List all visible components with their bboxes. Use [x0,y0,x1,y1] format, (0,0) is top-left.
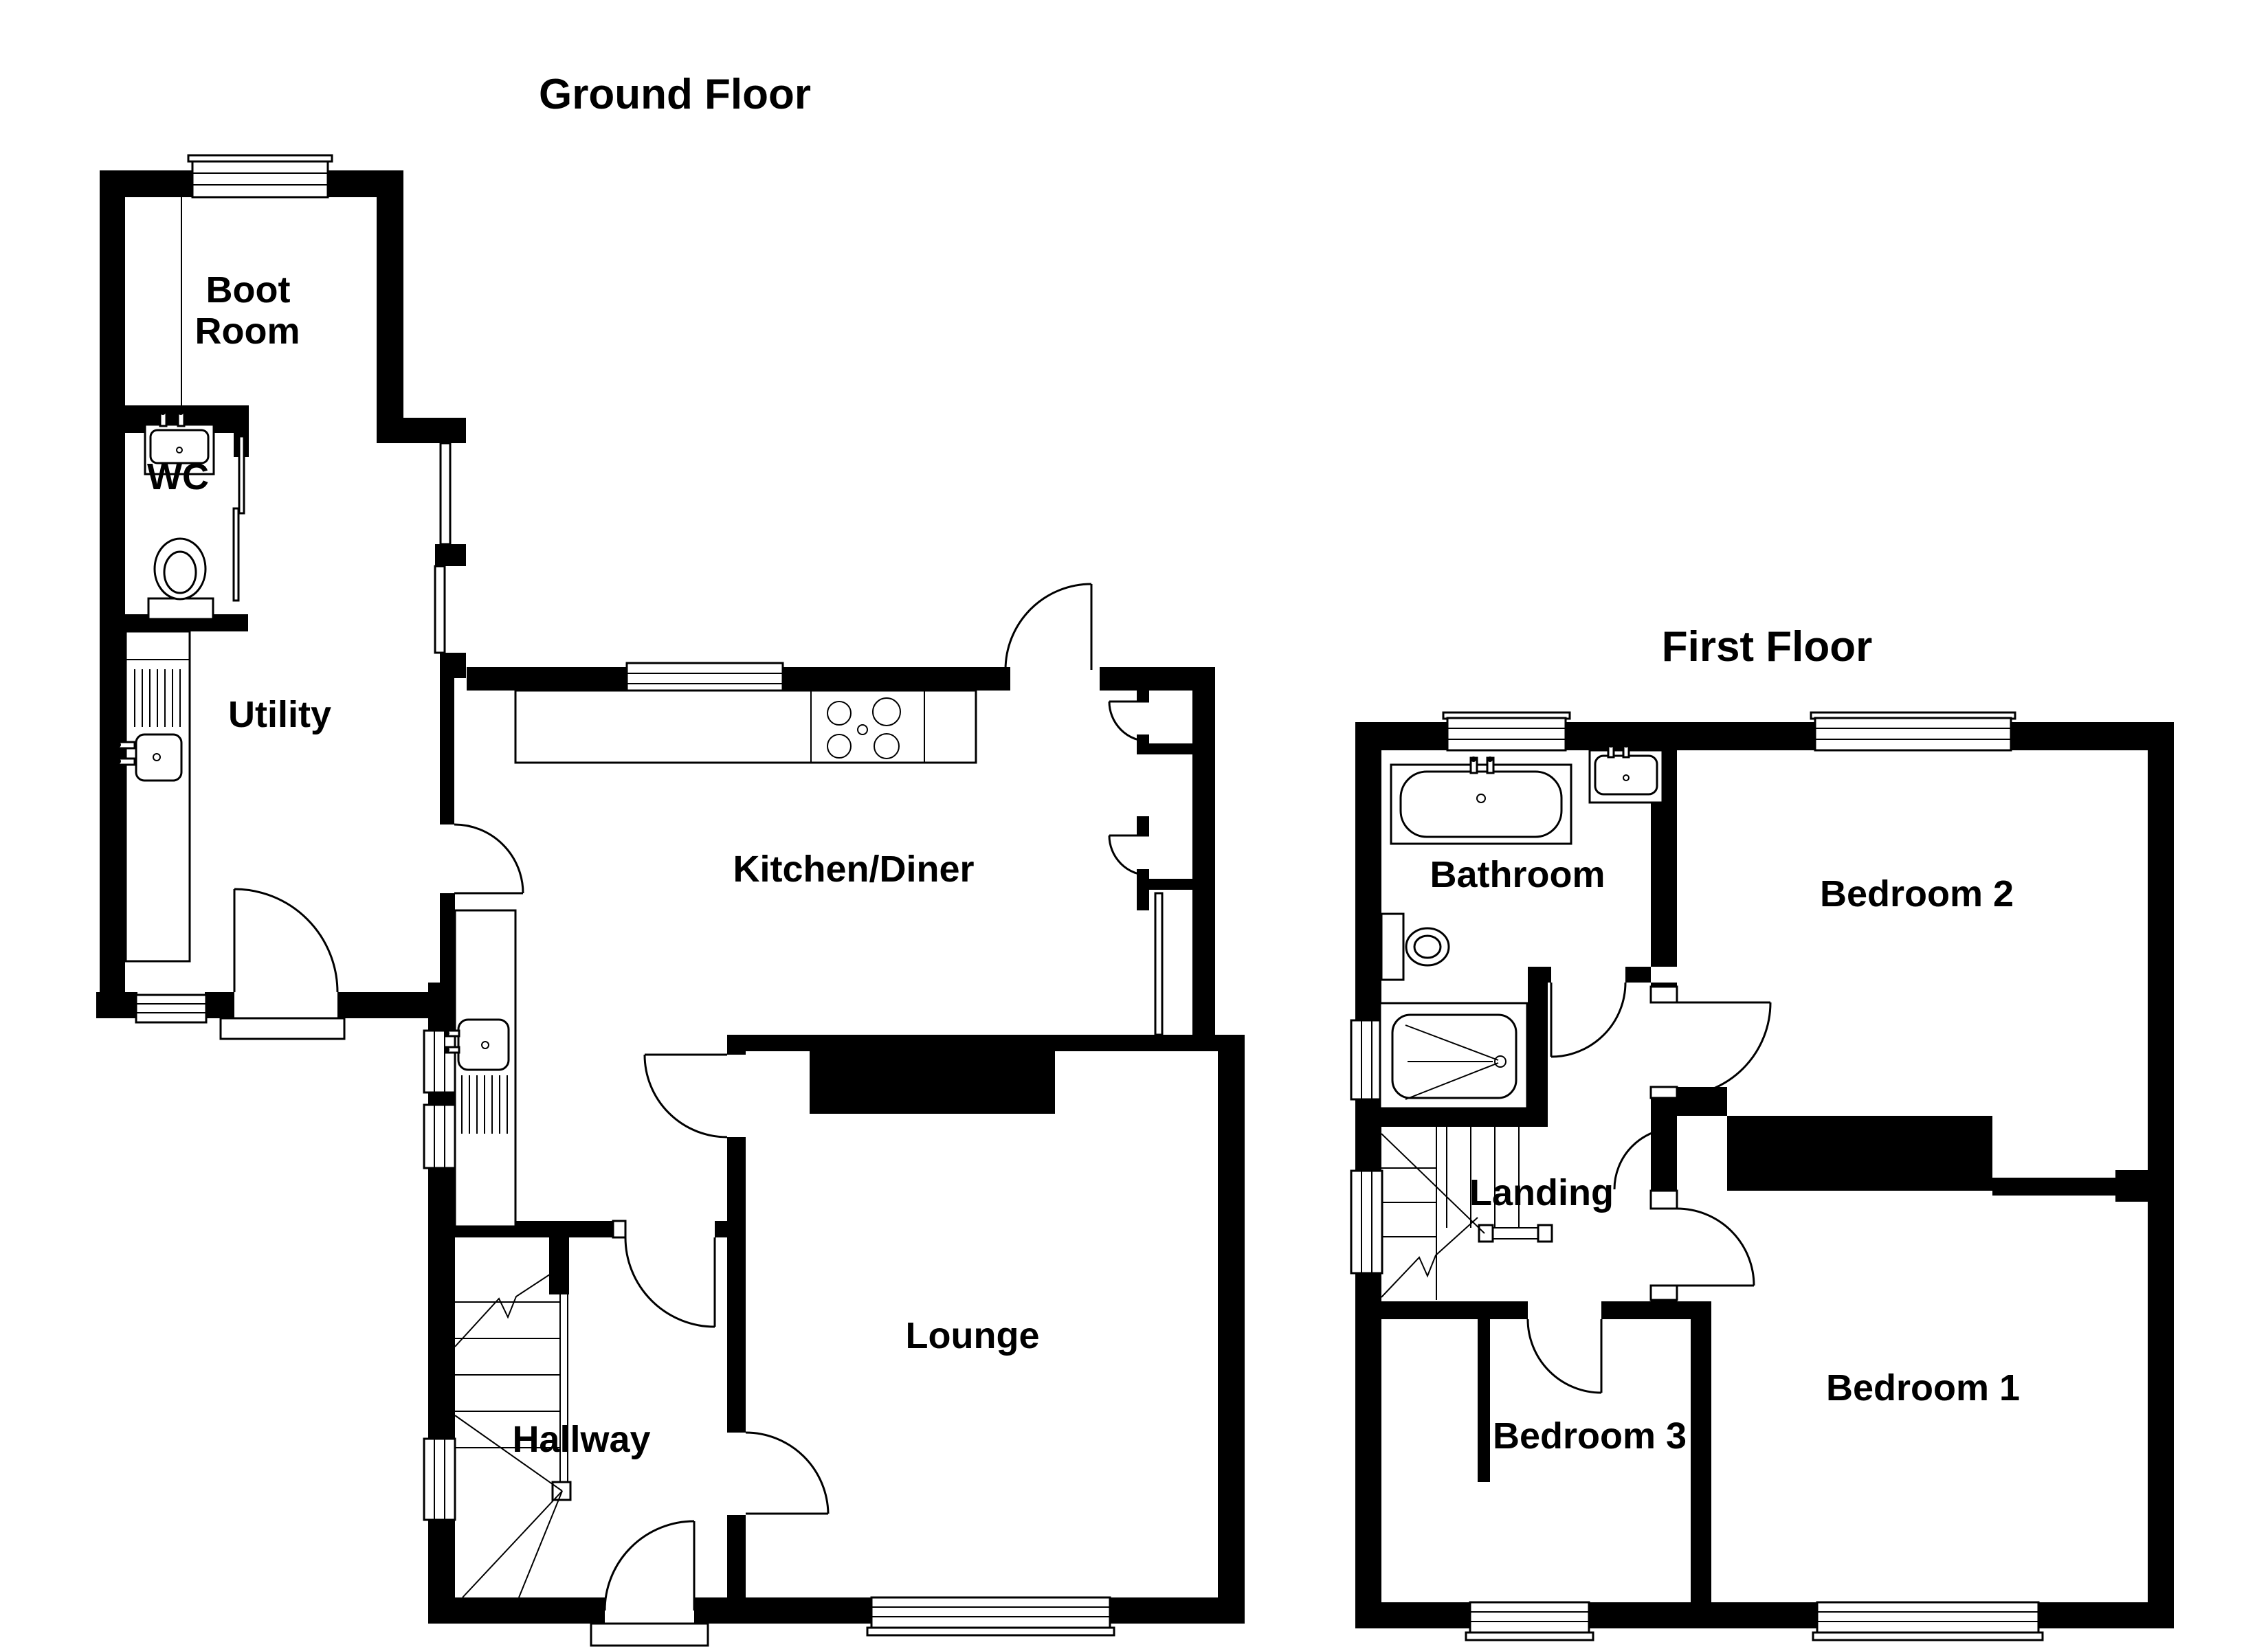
kitchen-hob-icon [827,697,901,759]
room-label-bedroom3: Bedroom 3 [1493,1415,1687,1457]
front-porch [590,1622,709,1647]
lounge-chimney-breast [810,1051,1055,1114]
front-door [590,1520,709,1647]
first-windows [1350,711,2044,1641]
back-door [1004,583,1100,691]
kitchen-sink-icon [444,1018,510,1071]
bathroom-side-window [1350,1019,1383,1101]
room-label-boot-2: Room [195,311,300,352]
kitchen-cupboard-door-2 [1108,834,1150,877]
toilet-icon [1380,912,1450,981]
utility-counter [115,630,191,963]
bedroom2-door [1649,985,1772,1099]
shower-icon [1379,1002,1528,1110]
ground-windows [135,154,1115,1637]
first-doors [1526,967,1772,1394]
utility-door-step [219,1017,346,1040]
boot-room-window [187,154,333,199]
first-walls [1355,722,2174,1628]
ground-floor-title: Ground Floor [539,71,811,118]
kitchen-lounge-door [643,1053,746,1138]
bedroom3-door [1526,1301,1603,1394]
bedroom1-window [1812,1601,2044,1641]
bedroom1-door [1649,1189,1755,1301]
room-label-utility: Utility [228,694,331,735]
ground-stairs [454,1266,572,1598]
kitchen-side-window-upper [423,1029,456,1094]
room-label-bathroom: Bathroom [1430,854,1605,895]
ground-floor-plan: Ground Floor Boot Room WC Utility Kitche… [96,71,1245,1647]
bathroom-door [1550,967,1627,1058]
room-label-wc: WC [147,456,209,497]
thin-partitions [232,435,1164,1036]
hallway-lounge-door [727,1431,830,1515]
room-label-boot-1: Boot [206,269,291,311]
bedroom2-window [1810,711,2016,752]
lounge-window [866,1596,1115,1637]
bedroom1-chimney-breast [1727,1116,1992,1191]
utility-window [135,994,208,1024]
first-floor-plan: First Floor Bathroom Bedroom 2 Landing B… [1350,623,2174,1641]
kitchen-window [625,662,784,696]
bedroom3-window [1465,1601,1594,1641]
kitchen-cupboard-door-1 [1108,700,1150,743]
landing-window [1350,1169,1383,1275]
kitchen-side-window-lower [423,1103,456,1169]
kitchen-hallway-door [612,1220,716,1328]
room-label-hallway: Hallway [512,1419,650,1460]
utility-draining-board [134,669,181,727]
kitchen-counter [514,689,977,764]
hallway-window [423,1437,456,1521]
room-label-kitchen: Kitchen/Diner [733,849,974,890]
first-floor-title: First Floor [1662,623,1873,671]
kitchen-draining-board [461,1075,508,1134]
wc-toilet-icon [147,537,214,620]
ground-doors [219,583,1150,1647]
room-label-bedroom2: Bedroom 2 [1820,873,2014,915]
landing-cupboard-door [1613,1127,1676,1190]
room-label-lounge: Lounge [906,1315,1040,1356]
first-stairs [1381,1127,1553,1300]
kitchen-sink-counter [444,909,517,1228]
bathroom-sink-icon [1588,742,1664,804]
ground-walls [96,170,1245,1624]
bathroom-window [1442,711,1571,752]
utility-external-door [219,888,346,1040]
utility-kitchen-door [440,823,524,895]
bath-icon [1390,756,1572,845]
utility-sink-icon [115,733,183,782]
wc-sink-icon [144,410,215,475]
room-label-landing: Landing [1469,1172,1614,1213]
room-label-bedroom1: Bedroom 1 [1826,1367,2020,1409]
